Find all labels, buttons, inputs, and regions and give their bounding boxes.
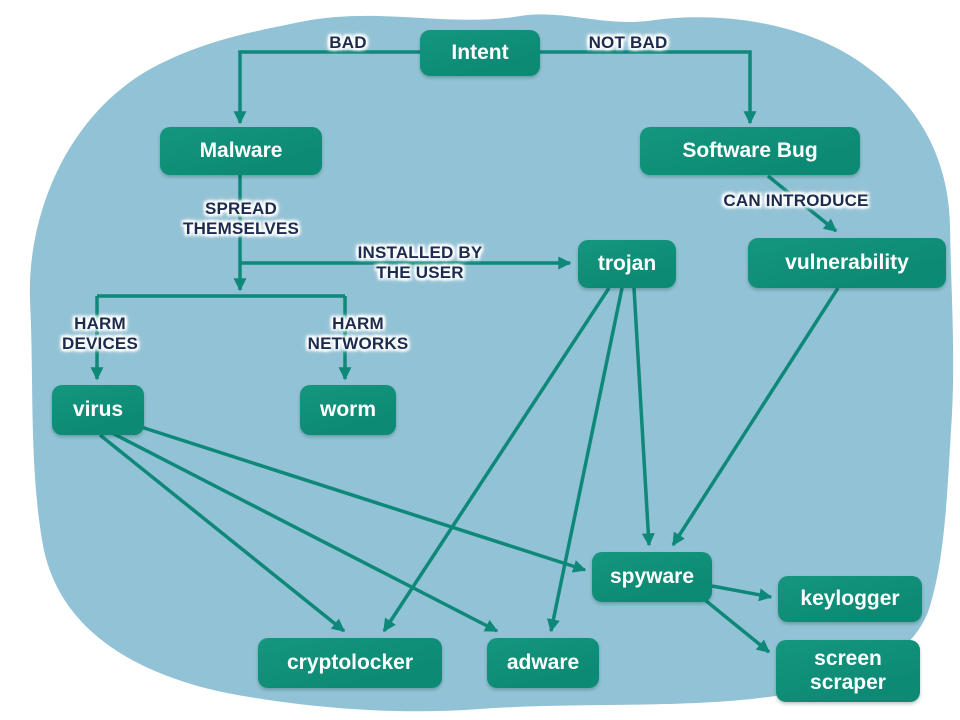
edge-trojan-adware [547,287,624,633]
edges [90,50,840,654]
edge-vulnerability-spyware [671,287,840,547]
node-vulnerability: vulnerability [748,238,946,288]
edge-label-can-introduce: CAN INTRODUCE [723,191,869,210]
edge-trojan-spyware [632,287,655,547]
node-software-bug: Software Bug [640,127,860,175]
edge-virus-spyware [137,424,587,573]
node-virus: virus [52,385,144,435]
node-trojan: trojan [578,240,676,288]
edge-label-not-bad: NOT BAD [588,33,668,52]
edge-intent-malware [233,50,420,125]
edge-label-spread-themselves: SPREAD THEMSELVES [183,199,299,239]
edge-virus-cryptolocker [98,433,346,633]
node-screen-scraper: screen scraper [776,640,920,702]
node-keylogger: keylogger [778,576,922,622]
edge-label-installed-by-the-user: INSTALLED BY THE USER [357,243,483,283]
edge-label-harm-networks: HARM NETWORKS [307,314,409,354]
node-worm: worm [300,385,396,435]
node-cryptolocker: cryptolocker [258,638,442,688]
edge-label-harm-devices: HARM DEVICES [61,314,139,354]
edge-intent-software-bug [540,50,757,125]
node-adware: adware [487,638,599,688]
edge-spyware-keylogger [711,584,773,602]
edge-trojan-cryptolocker [382,287,611,633]
node-intent: Intent [420,30,540,76]
node-malware: Malware [160,127,322,175]
edge-label-bad: BAD [329,33,367,52]
edge-virus-adware [111,431,499,633]
edge-spyware-screen-scraper [703,598,771,654]
background-blob [29,14,954,712]
node-spyware: spyware [592,552,712,602]
edge-softwarebug-vulnerability [766,174,838,233]
